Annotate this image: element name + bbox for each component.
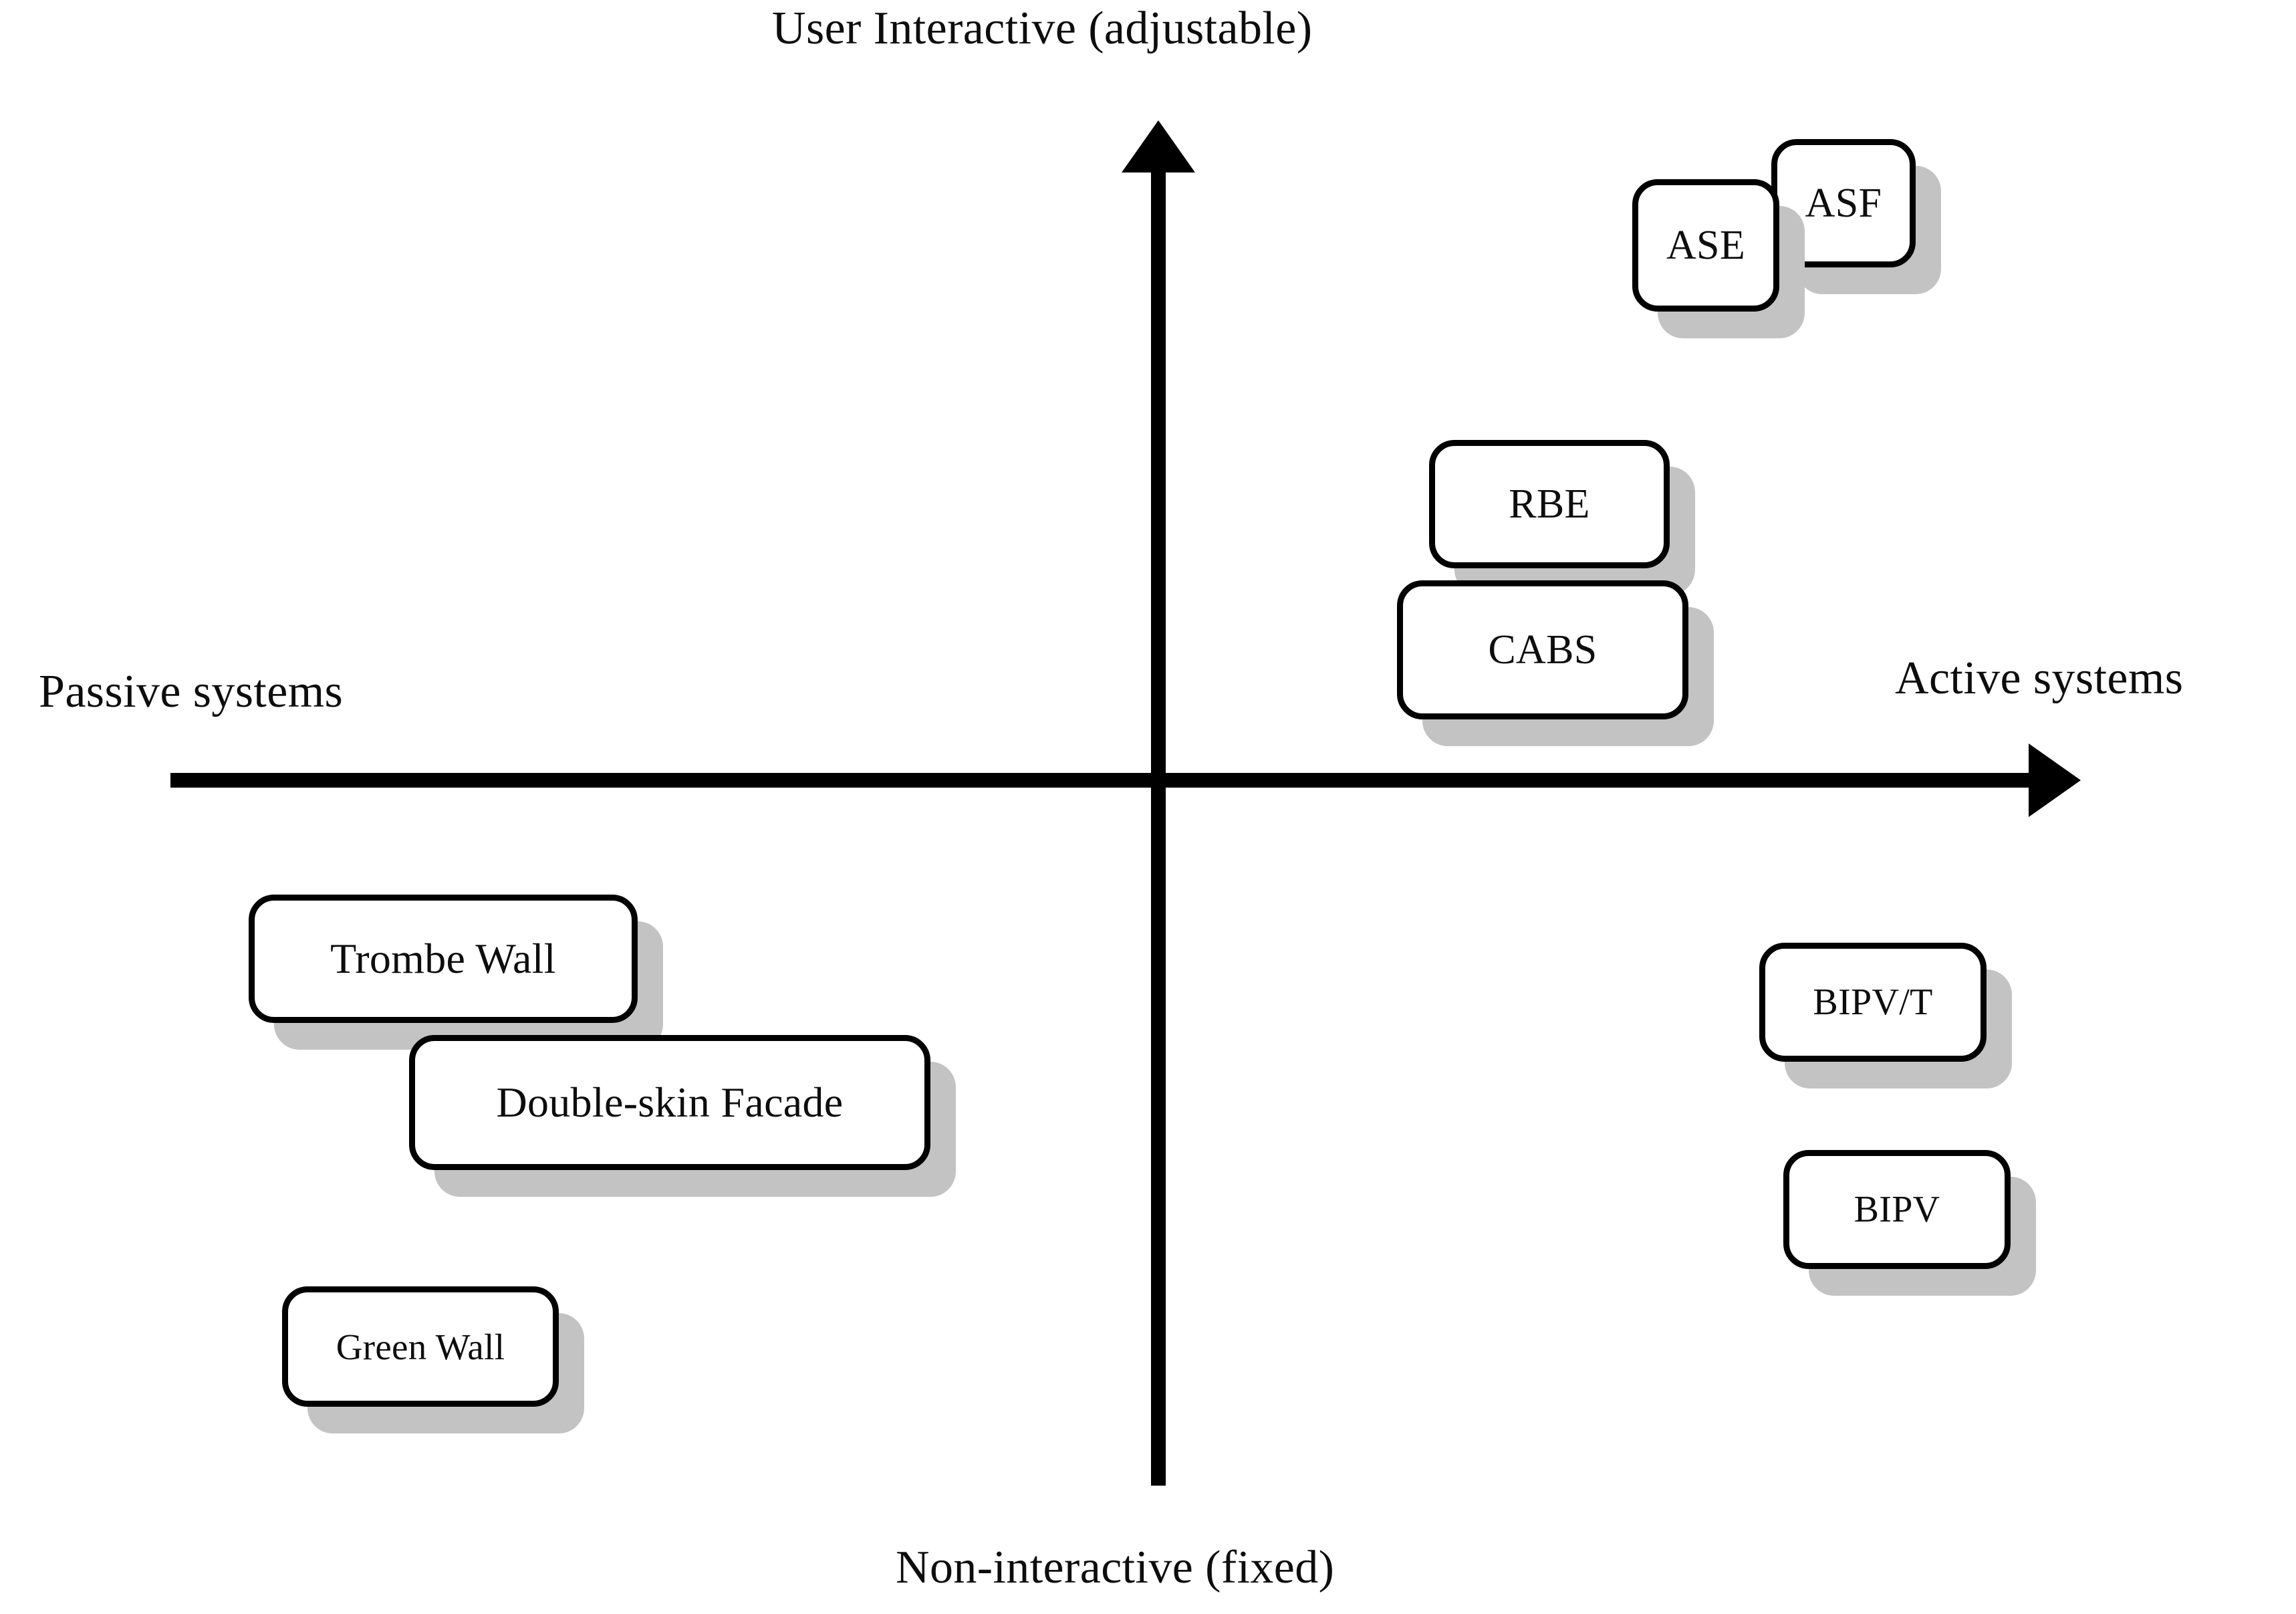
node-box: Trombe Wall (249, 895, 638, 1023)
node-box: RBE (1429, 440, 1670, 568)
axis-label-left: Passive systems (39, 666, 344, 717)
node-label-green-wall: Green Wall (336, 1326, 505, 1367)
node-double-skin-facade[interactable]: Double-skin Facade (409, 1035, 956, 1197)
axis-label-bottom: Non-interactive (fixed) (896, 1542, 1335, 1593)
node-ase[interactable]: ASE (1632, 179, 1805, 338)
vertical-axis-line (1151, 167, 1166, 1486)
node-label-trombe-wall: Trombe Wall (330, 935, 556, 982)
node-box: BIPV/T (1759, 943, 1987, 1062)
node-bipv[interactable]: BIPV (1783, 1150, 2036, 1296)
horizontal-axis-line (170, 773, 2042, 788)
node-box: ASE (1632, 179, 1779, 312)
node-label-ase: ASE (1666, 223, 1746, 268)
node-green-wall[interactable]: Green Wall (282, 1286, 584, 1433)
node-label-cabs: CABS (1488, 627, 1598, 673)
node-label-asf: ASF (1805, 181, 1882, 226)
vertical-axis-arrow-icon (1122, 120, 1195, 172)
node-box: CABS (1397, 580, 1688, 719)
node-trombe-wall[interactable]: Trombe Wall (249, 895, 663, 1050)
node-box: BIPV (1783, 1150, 2011, 1269)
node-label-bipv: BIPV (1854, 1189, 1940, 1230)
node-label-bipvt: BIPV/T (1813, 982, 1933, 1023)
node-rbe[interactable]: RBE (1429, 440, 1695, 595)
node-box: Green Wall (282, 1286, 559, 1407)
axis-label-right: Active systems (1895, 653, 2184, 704)
node-label-rbe: RBE (1509, 481, 1590, 527)
node-label-double-skin-facade: Double-skin Facade (496, 1078, 844, 1126)
horizontal-axis-arrow-icon (2029, 743, 2081, 817)
node-box: Double-skin Facade (409, 1035, 930, 1170)
axis-label-top: User Interactive (adjustable) (772, 3, 1313, 54)
node-bipvt[interactable]: BIPV/T (1759, 943, 2012, 1088)
node-cabs[interactable]: CABS (1397, 580, 1714, 746)
